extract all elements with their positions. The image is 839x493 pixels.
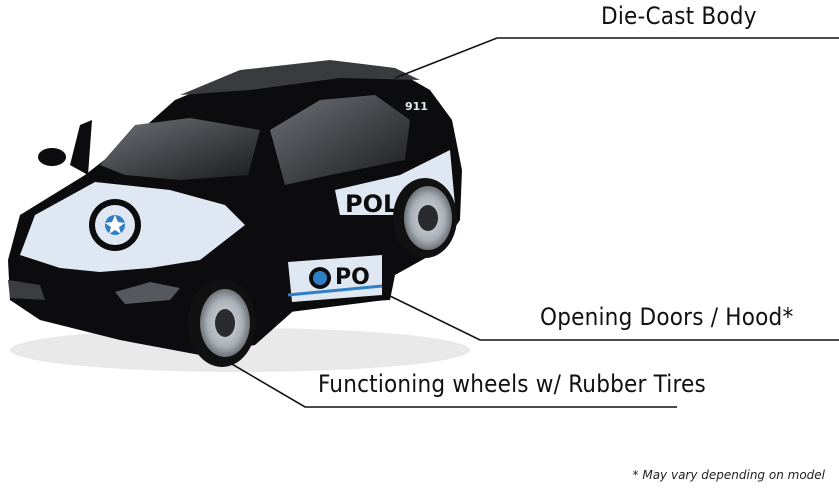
front-wheel	[188, 279, 256, 367]
unit-number: 911	[405, 100, 428, 113]
rear-wheel	[393, 178, 457, 258]
windshield	[100, 118, 260, 180]
callout-line-doors	[387, 294, 839, 341]
front-door-panel	[288, 255, 382, 302]
callout-line-wheels	[224, 359, 677, 408]
callout-line-body	[394, 37, 839, 79]
callout-functioning-wheels: Functioning wheels w/ Rubber Tires	[318, 370, 706, 398]
front-door-text: PO	[335, 265, 370, 290]
headlight	[115, 282, 180, 304]
hood-badge	[89, 199, 141, 251]
side-mirror	[38, 148, 66, 166]
roof-highlight	[180, 60, 420, 95]
open-left-door	[70, 120, 92, 175]
footnote: * May vary depending on model	[632, 468, 825, 482]
grille	[8, 280, 45, 300]
callout-die-cast-body: Die-Cast Body	[601, 2, 757, 30]
side-window	[270, 95, 410, 185]
callout-opening-doors: Opening Doors / Hood*	[540, 303, 794, 331]
